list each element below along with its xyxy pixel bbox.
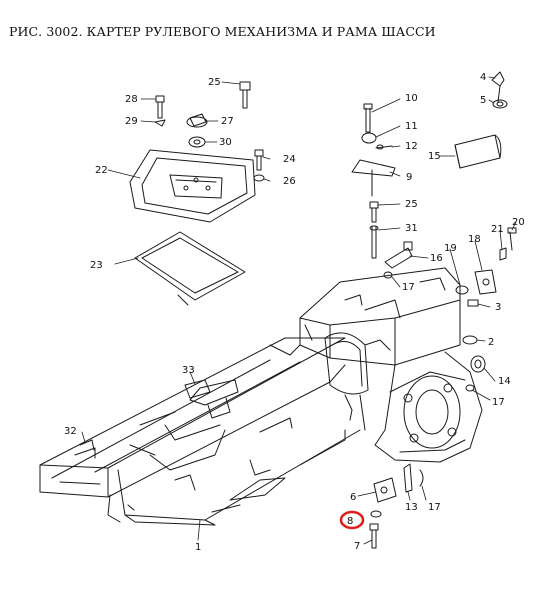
part-15-cover <box>454 134 502 169</box>
callout-28: 28 <box>125 94 138 105</box>
callout-24: 24 <box>283 154 296 165</box>
callout-20: 20 <box>512 217 525 228</box>
callout-1: 1 <box>195 542 201 553</box>
steering-gear-housing <box>299 267 483 463</box>
callout-22: 22 <box>95 165 108 176</box>
callout-14: 14 <box>498 376 511 387</box>
callout-3: 3 <box>495 302 501 313</box>
small-parts <box>79 71 517 549</box>
callout-29: 29 <box>125 116 138 127</box>
callout-7: 7 <box>354 541 360 552</box>
part-23-gasket <box>134 231 246 306</box>
callout-9: 9 <box>406 172 412 183</box>
leader-lines <box>81 76 517 545</box>
callout-17-lower: 17 <box>428 502 441 513</box>
callout-23: 23 <box>90 260 103 271</box>
callout-25-right: 25 <box>405 199 418 210</box>
callout-31: 31 <box>405 223 418 234</box>
callout-17-upper: 17 <box>402 282 415 293</box>
callout-26: 26 <box>283 176 296 187</box>
callout-32: 32 <box>64 426 77 437</box>
callout-8: 8 <box>347 516 353 527</box>
callout-5: 5 <box>480 95 486 106</box>
callout-18: 18 <box>468 234 481 245</box>
callout-2: 2 <box>488 337 494 348</box>
callout-27: 27 <box>221 116 234 127</box>
callout-15: 15 <box>428 151 441 162</box>
callout-10: 10 <box>405 93 418 104</box>
callout-4: 4 <box>480 72 486 83</box>
callout-21: 21 <box>491 224 504 235</box>
highlight-circle-part-8 <box>339 510 365 530</box>
callout-6: 6 <box>350 492 356 503</box>
callout-19: 19 <box>444 243 457 254</box>
callout-33: 33 <box>182 365 195 376</box>
callout-labels: 1 2 3 4 5 6 7 8 9 10 11 12 13 14 15 16 1… <box>64 72 525 553</box>
callout-17-right: 17 <box>492 397 505 408</box>
callout-11: 11 <box>405 121 418 132</box>
part-22-cover-plate <box>129 149 256 223</box>
callout-25-top: 25 <box>208 77 221 88</box>
callout-12: 12 <box>405 141 418 152</box>
callout-30: 30 <box>219 137 232 148</box>
figure-title: РИС. 3002. КАРТЕР РУЛЕВОГО МЕХАНИЗМА И Р… <box>9 24 436 39</box>
callout-13: 13 <box>405 502 418 513</box>
chassis-frame <box>39 337 361 526</box>
callout-16: 16 <box>430 253 443 264</box>
